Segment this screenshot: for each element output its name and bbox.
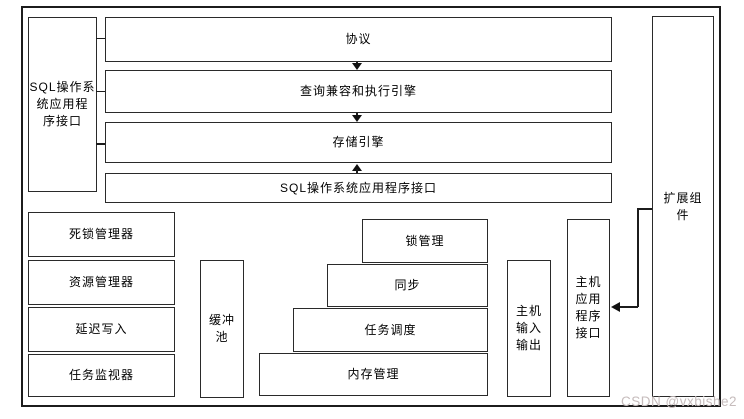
box-storage-engine: 存储引擎: [105, 122, 612, 163]
box-query-engine: 查询兼容和执行引擎: [105, 70, 612, 113]
watermark-text: CSDN @vxbishe2: [621, 394, 737, 409]
box-host-api: 主机 应用 程序 接口: [567, 219, 610, 397]
box-lazy-writer: 延迟写入: [28, 307, 175, 352]
box-sync: 同步: [327, 264, 488, 307]
connector-line-storage-engine: [96, 143, 106, 145]
connector-line-query-engine: [96, 90, 106, 92]
box-memory-manager: 内存管理: [259, 353, 488, 396]
box-sql-os-api: SQL操作系统应用程序接口: [105, 173, 612, 203]
box-host-io: 主机 输入 输出: [507, 260, 551, 397]
connector-line-protocol: [96, 37, 106, 39]
box-protocol: 协议: [105, 17, 612, 62]
box-task-scheduler: 任务调度: [293, 308, 488, 352]
box-resource-manager: 资源管理器: [28, 260, 175, 305]
box-buffer-pool: 缓冲 池: [200, 260, 244, 398]
diagram-outer-border: [21, 6, 721, 407]
box-extension-components: 扩展组 件: [652, 16, 714, 397]
box-task-monitor: 任务监视器: [28, 354, 175, 397]
sql-os-api-panel: SQL操作系 统应用程 序接口: [28, 17, 97, 192]
box-deadlock-manager: 死锁管理器: [28, 212, 175, 257]
box-lock-manager: 锁管理: [362, 219, 488, 263]
